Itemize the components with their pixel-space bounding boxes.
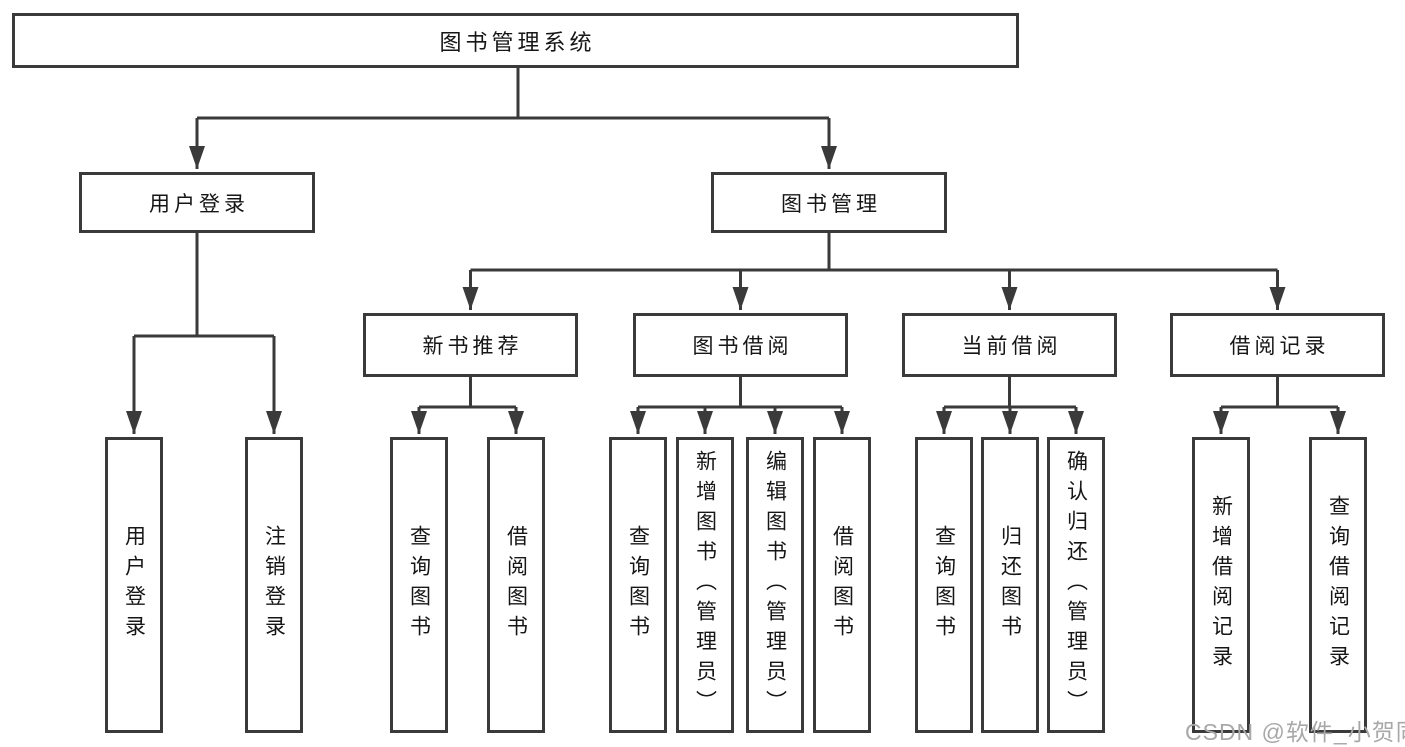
leaf-query-books-recommend: 查询图书 (390, 437, 448, 733)
node-borrowing-records-label: 借阅记录 (1229, 335, 1330, 358)
node-root: 图书管理系统 (12, 13, 1019, 68)
leaf-query-books-current-label: 查询图书 (932, 525, 956, 645)
leaf-query-books-borrow: 查询图书 (609, 437, 667, 733)
leaf-query-books-borrow-label: 查询图书 (626, 525, 650, 645)
node-book-borrowing: 图书借阅 (633, 313, 848, 377)
leaf-borrow-books-label: 借阅图书 (830, 525, 854, 645)
leaf-query-borrow-record: 查询借阅记录 (1309, 437, 1367, 733)
leaf-add-borrow-record-label: 新增借阅记录 (1209, 495, 1233, 675)
leaf-user-login-label: 用户登录 (122, 525, 146, 645)
leaf-query-books-recommend-label: 查询图书 (407, 525, 431, 645)
leaf-borrow-books-recommend: 借阅图书 (487, 437, 545, 733)
leaf-logout: 注销登录 (245, 437, 303, 733)
node-borrowing-records: 借阅记录 (1170, 313, 1385, 377)
node-user-login-label: 用户登录 (149, 192, 249, 216)
csdn-watermark: CSDN @软件_小贺同学 (1185, 719, 1405, 745)
leaf-edit-books-admin-label: 编辑图书（管理员） (763, 450, 787, 720)
leaf-add-borrow-record: 新增借阅记录 (1192, 437, 1250, 733)
leaf-query-borrow-record-label: 查询借阅记录 (1326, 495, 1350, 675)
node-book-management-label: 图书管理 (781, 192, 881, 216)
leaf-confirm-return-admin: 确认归还（管理员） (1047, 437, 1105, 733)
leaf-add-books-admin: 新增图书（管理员） (676, 437, 734, 733)
node-root-label: 图书管理系统 (439, 29, 596, 55)
leaf-return-books-label: 归还图书 (998, 525, 1022, 645)
leaf-confirm-return-admin-label: 确认归还（管理员） (1064, 450, 1088, 720)
node-new-book-recommendation: 新书推荐 (363, 313, 578, 377)
node-current-borrowing-label: 当前借阅 (961, 335, 1062, 358)
leaf-return-books: 归还图书 (981, 437, 1039, 733)
node-current-borrowing: 当前借阅 (902, 313, 1117, 377)
leaf-query-books-current: 查询图书 (915, 437, 973, 733)
leaf-logout-label: 注销登录 (262, 525, 286, 645)
node-new-book-recommendation-label: 新书推荐 (422, 335, 523, 358)
node-user-login: 用户登录 (79, 172, 315, 233)
leaf-edit-books-admin: 编辑图书（管理员） (746, 437, 804, 733)
leaf-user-login: 用户登录 (105, 437, 163, 733)
node-book-management: 图书管理 (711, 172, 947, 233)
leaf-borrow-books-recommend-label: 借阅图书 (504, 525, 528, 645)
node-book-borrowing-label: 图书借阅 (692, 335, 793, 358)
leaf-add-books-admin-label: 新增图书（管理员） (693, 450, 717, 720)
leaf-borrow-books: 借阅图书 (813, 437, 871, 733)
